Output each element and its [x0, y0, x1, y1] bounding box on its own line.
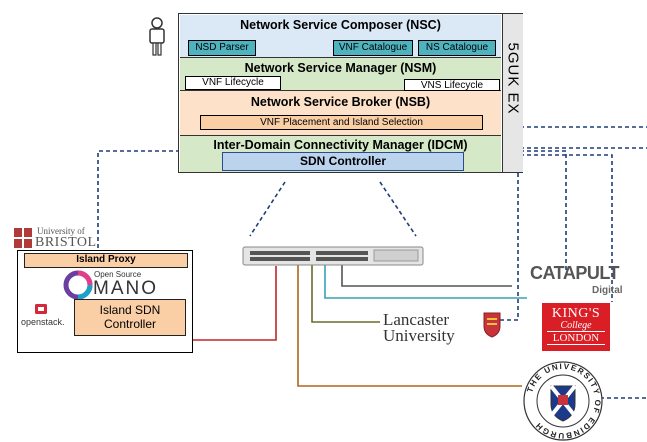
- kings-line3: LONDON: [547, 331, 605, 345]
- island-sdn-line2: Controller: [103, 317, 157, 331]
- dash-link-switch-left: [249, 181, 286, 237]
- dash-link-lancaster: [500, 160, 520, 321]
- island-sdn-controller-box[interactable]: Island SDN Controller: [74, 299, 186, 336]
- kings-line1: KING'S: [551, 306, 601, 321]
- lancaster-logo: Lancaster University: [383, 310, 503, 350]
- chip-nsd-parser[interactable]: NSD Parser: [188, 40, 256, 56]
- openstack-label: openstack.: [21, 317, 65, 327]
- lancaster-line1: Lancaster: [383, 310, 450, 329]
- bristol-logo-line1: University of: [37, 226, 85, 236]
- edinburgh-crest-icon: THE UNIVERSITY OF EDINBURGH: [523, 361, 603, 441]
- switch-icon[interactable]: [242, 245, 424, 267]
- chip-vnf-placement[interactable]: VNF Placement and Island Selection: [200, 115, 483, 130]
- lancaster-line2: University: [383, 326, 455, 345]
- nsc-title: Network Service Composer (NSC): [240, 18, 441, 32]
- kings-logo: KING'S College LONDON: [542, 303, 610, 351]
- nsm-title: Network Service Manager (NSM): [244, 61, 437, 75]
- chip-vnf-catalogue[interactable]: VNF Catalogue: [333, 40, 413, 56]
- catapult-logo: CATAPULT Digital: [530, 263, 640, 303]
- link-olive-lancaster: [311, 264, 380, 323]
- chip-vnf-lifecycle[interactable]: VNF Lifecycle: [185, 76, 281, 90]
- nsm-layer: Network Service Manager (NSM) VNF Lifecy…: [180, 58, 501, 91]
- dash-link-switch-right: [379, 181, 417, 237]
- bristol-logo-line2: BRISTOL: [35, 235, 97, 250]
- bristol-crest-icon: [14, 228, 32, 248]
- lancaster-crest-icon: [483, 312, 501, 338]
- island-sdn-line1: Island SDN: [99, 303, 161, 317]
- link-brown-edinburgh: [297, 264, 522, 387]
- nsc-layer: Network Service Composer (NSC) NSD Parse…: [180, 15, 501, 58]
- idcm-layer: Inter-Domain Connectivity Manager (IDCM)…: [180, 136, 501, 172]
- bristol-logo: University of BRISTOL: [13, 226, 108, 250]
- mano-top-text: Open Source: [94, 270, 142, 279]
- sdn-controller-box[interactable]: SDN Controller: [222, 152, 464, 171]
- person-icon: [149, 17, 165, 56]
- mano-logo-icon: [63, 270, 93, 300]
- dash-link-kings: [520, 154, 613, 302]
- island-proxy-box[interactable]: Island Proxy: [24, 253, 188, 268]
- link-gray-catapult: [341, 264, 512, 287]
- nsb-layer: Network Service Broker (NSB) VNF Placeme…: [180, 91, 501, 136]
- chip-ns-catalogue[interactable]: NS Catalogue: [418, 40, 496, 56]
- dash-link-catapult: [520, 150, 567, 270]
- catapult-text: CATAPULT: [530, 263, 619, 283]
- stack-5guk: Network Service Composer (NSC) NSD Parse…: [178, 13, 523, 173]
- kings-line2: College: [560, 320, 592, 331]
- catapult-sub: Digital: [592, 285, 623, 296]
- side-label-5guk: 5GUK EX: [504, 42, 522, 115]
- nsb-title: Network Service Broker (NSB): [250, 95, 431, 109]
- bristol-island-box: Island Proxy Open Source MANO Island SDN…: [17, 250, 193, 353]
- openstack-icon: [35, 304, 47, 314]
- side-panel: 5GUK EX: [502, 14, 523, 172]
- mano-text: MANO: [93, 278, 158, 299]
- link-teal-catapult: [324, 264, 527, 299]
- dash-link-bristol: [97, 150, 180, 250]
- idcm-title: Inter-Domain Connectivity Manager (IDCM): [213, 138, 468, 152]
- chip-vns-lifecycle[interactable]: VNS Lifecycle: [404, 79, 500, 91]
